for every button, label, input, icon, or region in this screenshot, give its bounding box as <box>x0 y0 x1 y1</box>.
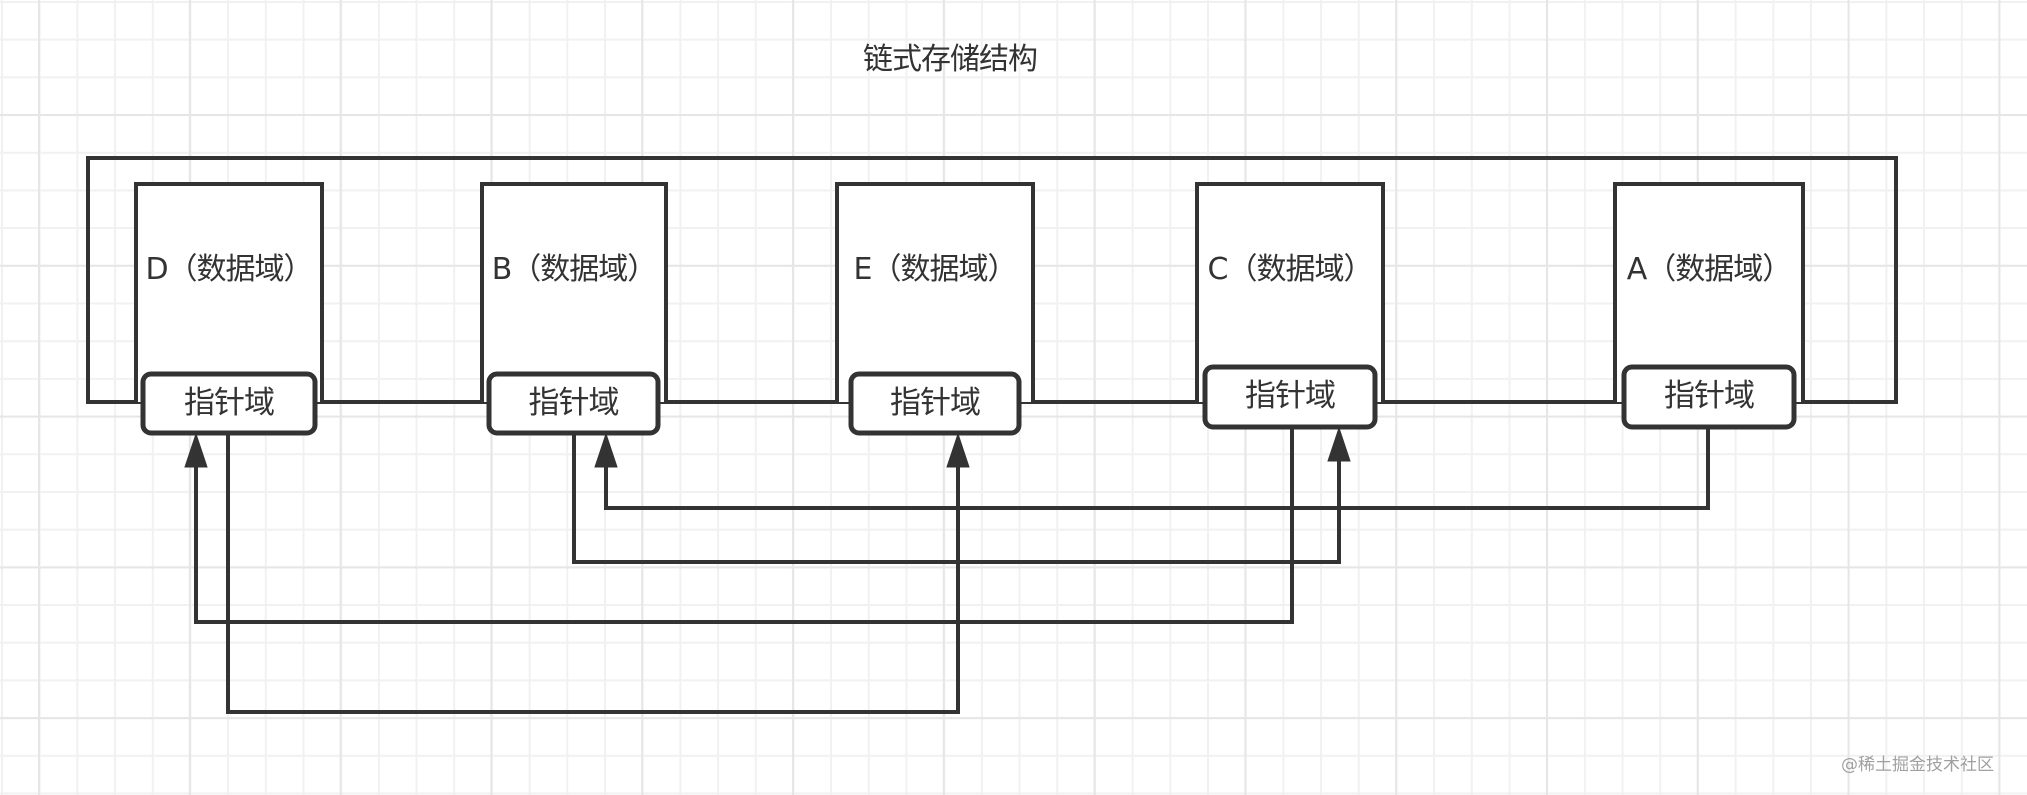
arrowhead-to-d <box>184 432 208 468</box>
pointer-box-e <box>848 371 1022 436</box>
connector-c-to-d <box>194 427 1294 624</box>
data-label-c: C（数据域） <box>1207 252 1374 287</box>
data-box-e <box>835 182 1035 402</box>
data-box-c <box>1195 182 1385 402</box>
data-label-d: D（数据域） <box>145 252 313 287</box>
pointer-box-b <box>486 371 661 436</box>
pointer-box-a <box>1621 364 1797 430</box>
data-label-e: E（数据域） <box>853 252 1018 287</box>
pointer-label-d: 指针域 <box>184 385 275 421</box>
data-box-b <box>480 182 668 402</box>
arrowhead-to-b <box>594 432 618 468</box>
diagram-title: 链式存储结构 <box>863 42 1038 77</box>
pointer-label-b: 指针域 <box>528 385 620 421</box>
arrowhead-to-c <box>1327 426 1351 462</box>
pointer-box-d <box>140 371 318 436</box>
data-box-d <box>134 182 324 402</box>
data-label-b: B（数据域） <box>491 252 658 287</box>
pointer-label-c: 指针域 <box>1245 378 1336 414</box>
pointer-label-a: 指针域 <box>1664 378 1755 414</box>
connector-a-to-b <box>604 427 1710 510</box>
pointer-label-e: 指针域 <box>890 385 981 421</box>
arrowhead-to-e <box>946 432 970 468</box>
pointer-box-c <box>1202 364 1378 430</box>
watermark: @稀土掘金技术社区 <box>1841 755 1994 775</box>
data-label-a: A（数据域） <box>1626 252 1793 287</box>
data-box-a <box>1613 182 1805 402</box>
connector-d-to-e <box>226 433 960 714</box>
